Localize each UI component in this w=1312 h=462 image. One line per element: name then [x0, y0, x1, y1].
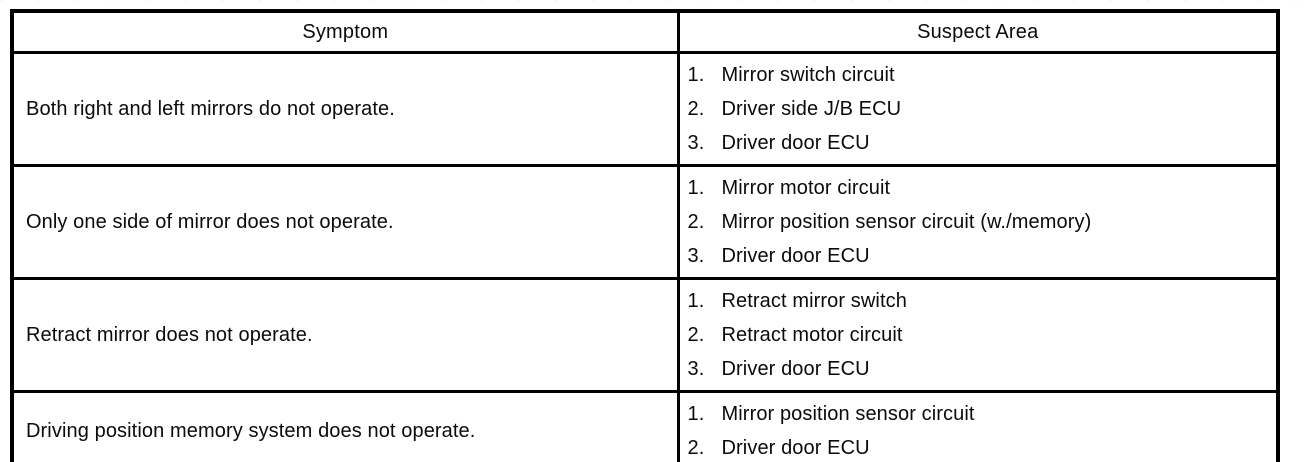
symptom-text: Both right and left mirrors do not opera… [26, 97, 395, 120]
suspect-area-list: 1. Retract mirror switch 2. Retract motor c… [688, 284, 1273, 386]
suspect-area-cell: 1. Mirror switch circuit 2. Driver side J/B… [676, 51, 1280, 167]
suspect-item-text: Driver door ECU [721, 132, 870, 154]
symptom-text: Only one side of mirror does not operate… [26, 210, 394, 233]
suspect-area-cell: 1. Mirror position sensor circuit 2. Driver… [676, 390, 1280, 462]
suspect-item-number: 1. [687, 177, 705, 199]
suspect-area-item: 1. Mirror switch circuit [688, 58, 1273, 92]
suspect-area-cell: 1. Retract mirror switch 2. Retract motor c… [676, 277, 1280, 393]
suspect-area-list: 1. Mirror position sensor circuit 2. Driver… [688, 397, 1273, 462]
suspect-item-number: 1. [687, 64, 705, 86]
suspect-item-number: 3. [687, 358, 705, 380]
suspect-area-item: 2. Driver door ECU [688, 431, 1273, 462]
suspect-item-text: Mirror position sensor circuit [721, 403, 975, 425]
suspect-area-item: 3. Driver door ECU [688, 126, 1273, 160]
table-header-row: Symptom Suspect Area [10, 9, 1280, 54]
suspect-item-text: Driver side J/B ECU [721, 98, 902, 120]
suspect-item-text: Mirror position sensor circuit (w./memor… [721, 211, 1092, 233]
column-header-suspect-area: Suspect Area [676, 9, 1280, 54]
symptom-cell: Only one side of mirror does not operate… [10, 164, 680, 280]
suspect-item-number: 2. [687, 98, 705, 120]
suspect-item-text: Driver door ECU [721, 437, 870, 459]
symptom-cell: Both right and left mirrors do not opera… [10, 51, 680, 167]
table-row: Only one side of mirror does not operate… [10, 164, 1280, 280]
suspect-area-list: 1. Mirror switch circuit 2. Driver side J/B… [688, 58, 1273, 160]
symptom-cell: Retract mirror does not operate. [10, 277, 680, 393]
suspect-area-item: 1. Mirror motor circuit [688, 171, 1273, 205]
table-row: Retract mirror does not operate. 1. Retra… [10, 277, 1280, 393]
symptom-text: Driving position memory system does not … [26, 419, 476, 442]
symptom-cell: Driving position memory system does not … [10, 390, 680, 462]
suspect-item-number: 2. [687, 211, 705, 233]
suspect-item-text: Retract mirror switch [721, 290, 907, 312]
suspect-area-item: 2. Mirror position sensor circuit (w./mem… [688, 205, 1273, 239]
suspect-area-item: 1. Retract mirror switch [688, 284, 1273, 318]
suspect-area-item: 2. Retract motor circuit [688, 318, 1273, 352]
suspect-area-item: 1. Mirror position sensor circuit [688, 397, 1273, 431]
suspect-item-text: Mirror motor circuit [721, 177, 891, 199]
suspect-item-number: 1. [687, 403, 705, 425]
suspect-item-text: Driver door ECU [721, 358, 870, 380]
table-row: Both right and left mirrors do not opera… [10, 51, 1280, 167]
suspect-area-item: 2. Driver side J/B ECU [688, 92, 1273, 126]
suspect-area-item: 3. Driver door ECU [688, 352, 1273, 386]
suspect-area-list: 1. Mirror motor circuit 2. Mirror position … [688, 171, 1273, 273]
symptom-suspect-table: Symptom Suspect Area Both right and left… [10, 9, 1280, 462]
suspect-item-number: 2. [687, 437, 705, 459]
suspect-item-number: 1. [687, 290, 705, 312]
column-header-symptom: Symptom [10, 9, 680, 54]
suspect-area-item: 3. Driver door ECU [688, 239, 1273, 273]
suspect-item-number: 3. [687, 245, 705, 267]
suspect-item-number: 3. [687, 132, 705, 154]
suspect-item-text: Mirror switch circuit [721, 64, 895, 86]
suspect-area-cell: 1. Mirror motor circuit 2. Mirror position … [676, 164, 1280, 280]
suspect-item-number: 2. [687, 324, 705, 346]
suspect-item-text: Driver door ECU [721, 245, 870, 267]
suspect-item-text: Retract motor circuit [721, 324, 903, 346]
symptom-text: Retract mirror does not operate. [26, 323, 313, 346]
table-row: Driving position memory system does not … [10, 390, 1280, 462]
